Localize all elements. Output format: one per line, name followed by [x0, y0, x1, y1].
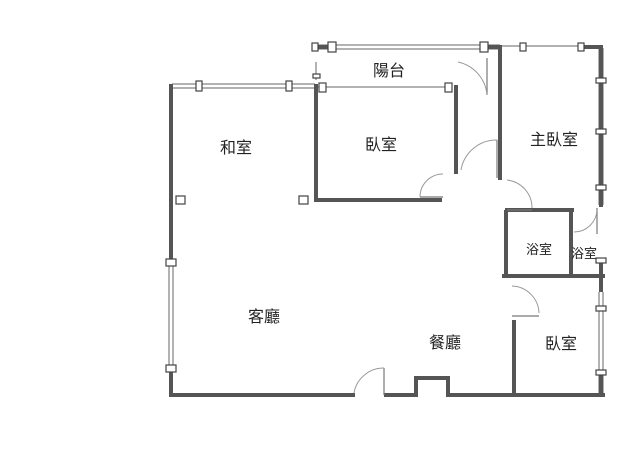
room-labels: 陽台 和室 臥室 主臥室 浴室 浴室 客廳 餐廳 臥室 — [220, 61, 597, 353]
room-label-dining-room: 餐廳 — [429, 333, 461, 352]
room-label-washitsu: 和室 — [220, 138, 252, 157]
room-label-living-room: 客廳 — [248, 307, 280, 326]
doors — [353, 58, 598, 395]
room-label-bath-1: 浴室 — [526, 242, 552, 258]
window-lines — [168, 44, 604, 395]
room-label-bedroom-north: 臥室 — [365, 135, 397, 154]
walls — [169, 45, 605, 397]
room-label-bath-2: 浴室 — [571, 246, 597, 262]
room-label-master-bedroom: 主臥室 — [530, 130, 578, 149]
room-label-bedroom-south: 臥室 — [545, 334, 577, 353]
window-markers — [165, 41, 607, 376]
room-label-balcony: 陽台 — [373, 61, 405, 80]
